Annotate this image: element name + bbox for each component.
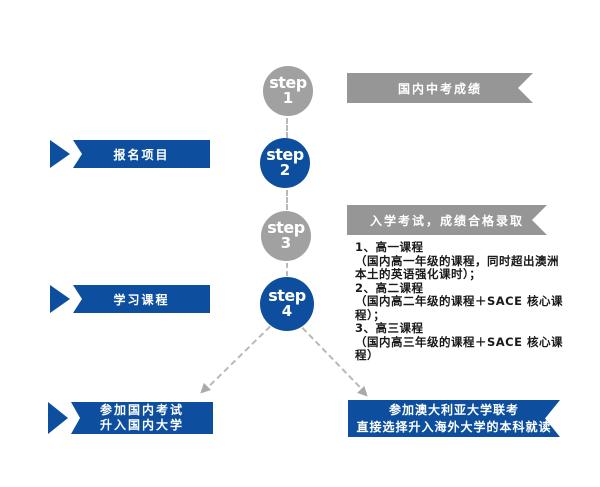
banner-domestic-path: 参加国内考试 升入国内大学 xyxy=(48,402,213,434)
banner-domestic-line2: 升入国内大学 xyxy=(99,418,184,432)
arrow-head-icon xyxy=(357,385,372,401)
banner-exam-score: 国内中考成绩 xyxy=(347,73,533,103)
banner-enroll-project-body: 报名项目 xyxy=(73,140,210,168)
course-list-line: （国内高一年级的课程，同时超出澳洲 xyxy=(355,253,559,268)
step-2-number: 2 xyxy=(279,161,291,179)
dashed-arrow-left xyxy=(196,325,271,398)
step-2-circle: step 2 xyxy=(260,138,310,188)
arrow-head-icon xyxy=(196,382,211,398)
step-2-label: step xyxy=(266,145,304,164)
step-4-circle: step 4 xyxy=(260,277,314,331)
ribbon-cap-triangle-icon xyxy=(48,402,68,434)
step-1-circle: step 1 xyxy=(263,66,313,116)
banner-entrance-exam-text: 入学考试，成绩合格录取 xyxy=(369,213,524,228)
step-1-number: 1 xyxy=(282,89,294,107)
banner-study-course: 学习课程 xyxy=(50,285,210,313)
course-list-line: （国内高三年级的课程＋SACE 核心课 xyxy=(355,334,563,349)
step-3-label: step xyxy=(267,218,305,237)
ribbon-cap-triangle-icon xyxy=(50,140,70,168)
banner-overseas-line1: 参加澳大利亚大学联考 xyxy=(388,402,519,417)
connector-step2-step3 xyxy=(286,190,288,210)
banner-enroll-project-text: 报名项目 xyxy=(113,147,170,162)
step-3-circle: step 3 xyxy=(261,211,311,261)
ribbon-cap-triangle-icon xyxy=(50,285,70,313)
course-list-line: 1、高一课程 xyxy=(355,240,424,254)
banner-study-course-text: 学习课程 xyxy=(113,292,170,307)
course-list-line: 本土的英语强化课时）； xyxy=(355,267,482,281)
course-list-line: 2、高二课程 xyxy=(355,280,424,295)
banner-study-course-body: 学习课程 xyxy=(73,285,210,313)
course-list-line: 程） xyxy=(355,348,379,362)
banner-overseas-line2: 直接选择升入海外大学的本科就读 xyxy=(356,419,552,434)
course-list: 1、高一课程 （国内高一年级的课程，同时超出澳洲 本土的英语强化课时）； 2、高… xyxy=(355,240,573,363)
banner-enroll-project: 报名项目 xyxy=(50,140,210,168)
banner-overseas-path: 参加澳大利亚大学联考 直接选择升入海外大学的本科就读 xyxy=(348,400,560,437)
step-4-number: 4 xyxy=(281,302,293,320)
step-4-label: step xyxy=(268,286,306,305)
banner-exam-score-text: 国内中考成绩 xyxy=(397,81,482,96)
step-1-label: step xyxy=(269,73,307,92)
banner-entrance-exam: 入学考试，成绩合格录取 xyxy=(347,205,547,235)
course-list-line: 3、高三课程 xyxy=(355,321,424,335)
course-list-line: （国内高二年级的课程＋SACE 核心课 xyxy=(355,294,563,308)
banner-domestic-path-body: 参加国内考试 升入国内大学 xyxy=(71,402,213,434)
course-list-line: 程）； xyxy=(355,307,386,322)
banner-domestic-line1: 参加国内考试 xyxy=(99,403,184,417)
step-3-number: 3 xyxy=(280,234,292,252)
connector-step1-step2 xyxy=(286,118,288,138)
connector-step3-step4 xyxy=(286,263,288,276)
